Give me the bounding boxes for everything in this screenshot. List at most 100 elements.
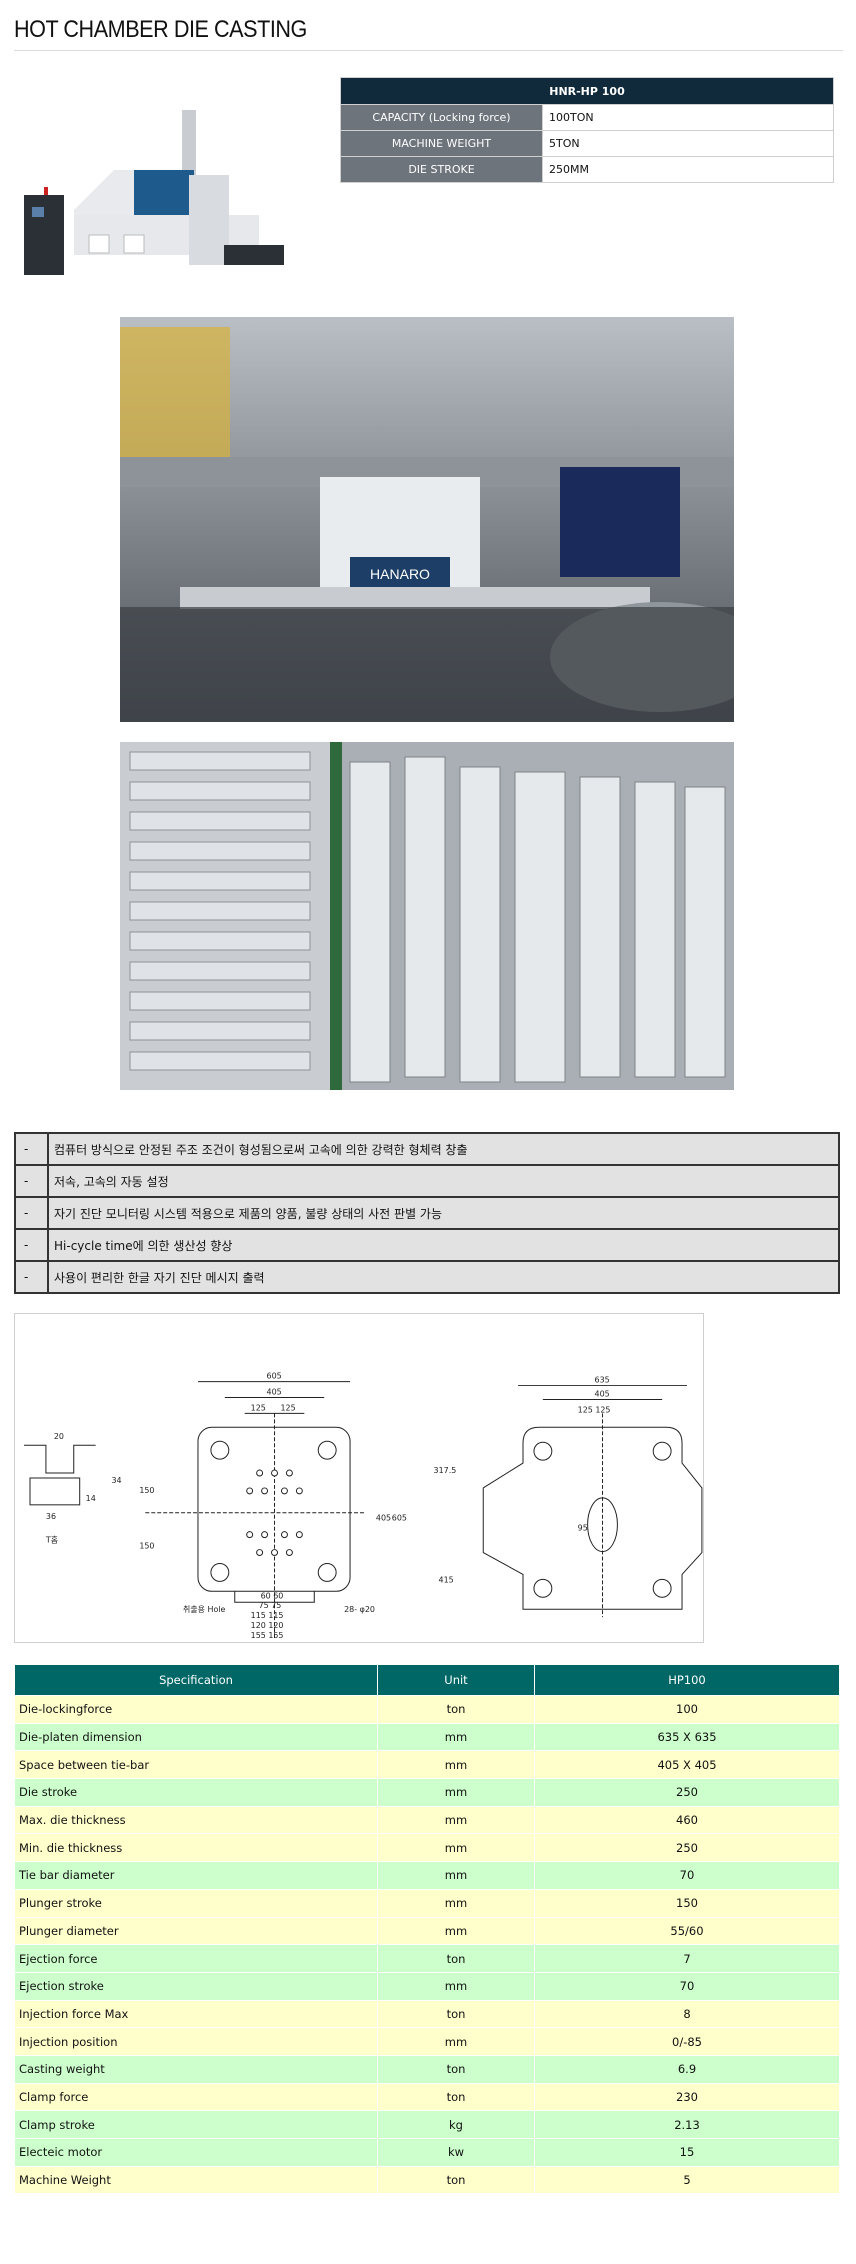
dim-label: 75 75 bbox=[259, 1601, 282, 1610]
dim-label: 605 bbox=[267, 1372, 282, 1381]
bullet: - bbox=[14, 1132, 49, 1166]
spec-name: Space between tie-bar bbox=[14, 1750, 378, 1780]
spec-unit: ton bbox=[377, 1999, 535, 2029]
spec-unit: mm bbox=[377, 1861, 535, 1890]
spec-name: Injection position bbox=[14, 2027, 378, 2056]
dim-label: 34 bbox=[112, 1476, 122, 1485]
list-item: -저속, 고속의 자동 설정 bbox=[14, 1164, 840, 1198]
dim-label: 405 bbox=[376, 1514, 391, 1523]
spec-unit: mm bbox=[377, 1971, 535, 2001]
spec-value: 5 bbox=[534, 2165, 840, 2195]
spec-name: Clamp force bbox=[14, 2082, 378, 2112]
spec-value: 6.9 bbox=[534, 2054, 840, 2084]
spec-name: Machine Weight bbox=[14, 2165, 378, 2195]
summary-value: 250MM bbox=[542, 156, 834, 183]
dim-label: 60 60 bbox=[261, 1591, 284, 1600]
spec-unit: ton bbox=[377, 2054, 535, 2084]
spec-name: Plunger diameter bbox=[14, 1916, 378, 1946]
spec-unit: mm bbox=[377, 1916, 535, 1946]
list-item: -Hi-cycle time에 의한 생산성 향상 bbox=[14, 1228, 840, 1262]
column-header: Specification bbox=[14, 1664, 378, 1696]
spec-name: Die-lockingforce bbox=[14, 1695, 378, 1724]
dim-label: 155 155 bbox=[251, 1631, 284, 1640]
spec-unit: ton bbox=[377, 1944, 535, 1973]
spec-unit: mm bbox=[377, 1750, 535, 1780]
bullet: - bbox=[14, 1196, 49, 1230]
spec-name: Tie bar diameter bbox=[14, 1861, 378, 1890]
spec-value: 0/-85 bbox=[534, 2027, 840, 2056]
bullet: - bbox=[14, 1260, 49, 1294]
dim-label: 405 bbox=[267, 1388, 282, 1397]
spec-value: 15 bbox=[534, 2138, 840, 2167]
page-title: HOT CHAMBER DIE CASTING bbox=[14, 16, 307, 43]
dim-label: 605 bbox=[392, 1514, 407, 1523]
dim-label: 125 125 bbox=[578, 1405, 611, 1414]
summary-spec-table: HNR-HP 100 CAPACITY (Locking force)100TO… bbox=[340, 77, 834, 183]
spec-value: 250 bbox=[534, 1778, 840, 1807]
spec-value: 460 bbox=[534, 1805, 840, 1835]
spec-name: Injection force Max bbox=[14, 1999, 378, 2029]
dim-label: 95 bbox=[578, 1524, 588, 1533]
spec-value: 150 bbox=[534, 1888, 840, 1918]
spec-value: 7 bbox=[534, 1944, 840, 1973]
spec-value: 405 X 405 bbox=[534, 1750, 840, 1780]
dim-label: 36 bbox=[46, 1512, 56, 1521]
feature-text: 저속, 고속의 자동 설정 bbox=[47, 1164, 840, 1198]
dim-label: 125 bbox=[280, 1403, 295, 1412]
list-item: -사용이 편리한 한글 자기 진단 메시지 출력 bbox=[14, 1260, 840, 1294]
spec-value: 100 bbox=[534, 1695, 840, 1724]
dim-label: 415 bbox=[439, 1575, 454, 1584]
bullet: - bbox=[14, 1164, 49, 1198]
cast-parts-photo bbox=[120, 742, 734, 1090]
spec-value: 55/60 bbox=[534, 1916, 840, 1946]
dim-label: 120 120 bbox=[251, 1621, 284, 1630]
spec-unit: mm bbox=[377, 1778, 535, 1807]
dim-label: 635 bbox=[595, 1376, 610, 1385]
summary-value: 100TON bbox=[542, 104, 834, 131]
factory-machine-photo: HANARO bbox=[120, 317, 734, 722]
specification-table: Specification Unit HP100 Die-lockingforc… bbox=[14, 1664, 840, 2195]
spec-unit: mm bbox=[377, 1888, 535, 1918]
feature-text: 자기 진단 모니터링 시스템 적용으로 제품의 양품, 불량 상태의 사전 판별… bbox=[47, 1196, 840, 1230]
list-item: -컴퓨터 방식으로 안정된 주조 조건이 형성됨으로써 고속에 의한 강력한 형… bbox=[14, 1132, 840, 1166]
dim-label: T홈 bbox=[45, 1535, 58, 1545]
title-divider bbox=[14, 50, 843, 51]
dim-label: 115 115 bbox=[251, 1611, 284, 1620]
summary-value: 5TON bbox=[542, 130, 834, 157]
spec-name: Max. die thickness bbox=[14, 1805, 378, 1835]
bullet: - bbox=[14, 1228, 49, 1262]
spec-unit: mm bbox=[377, 2027, 535, 2056]
feature-text: Hi-cycle time에 의한 생산성 향상 bbox=[47, 1228, 840, 1262]
list-item: -자기 진단 모니터링 시스템 적용으로 제품의 양품, 불량 상태의 사전 판… bbox=[14, 1196, 840, 1230]
spec-value: 70 bbox=[534, 1971, 840, 2001]
feature-text: 사용이 편리한 한글 자기 진단 메시지 출력 bbox=[47, 1260, 840, 1294]
spec-value: 8 bbox=[534, 1999, 840, 2029]
spec-name: Clamp stroke bbox=[14, 2110, 378, 2139]
spec-unit: kw bbox=[377, 2138, 535, 2167]
feature-text: 컴퓨터 방식으로 안정된 주조 조건이 형성됨으로써 고속에 의한 강력한 형체… bbox=[47, 1132, 840, 1166]
spec-name: Electeic motor bbox=[14, 2138, 378, 2167]
spec-value: 250 bbox=[534, 1833, 840, 1863]
spec-unit: mm bbox=[377, 1805, 535, 1835]
model-name: HNR-HP 100 bbox=[340, 77, 834, 105]
dim-label: 28- φ20 bbox=[344, 1605, 375, 1614]
spec-value: 70 bbox=[534, 1861, 840, 1890]
machine-product-image bbox=[24, 110, 284, 275]
spec-name: Plunger stroke bbox=[14, 1888, 378, 1918]
summary-label: DIE STROKE bbox=[340, 156, 543, 183]
dim-label: 20 bbox=[54, 1432, 64, 1441]
